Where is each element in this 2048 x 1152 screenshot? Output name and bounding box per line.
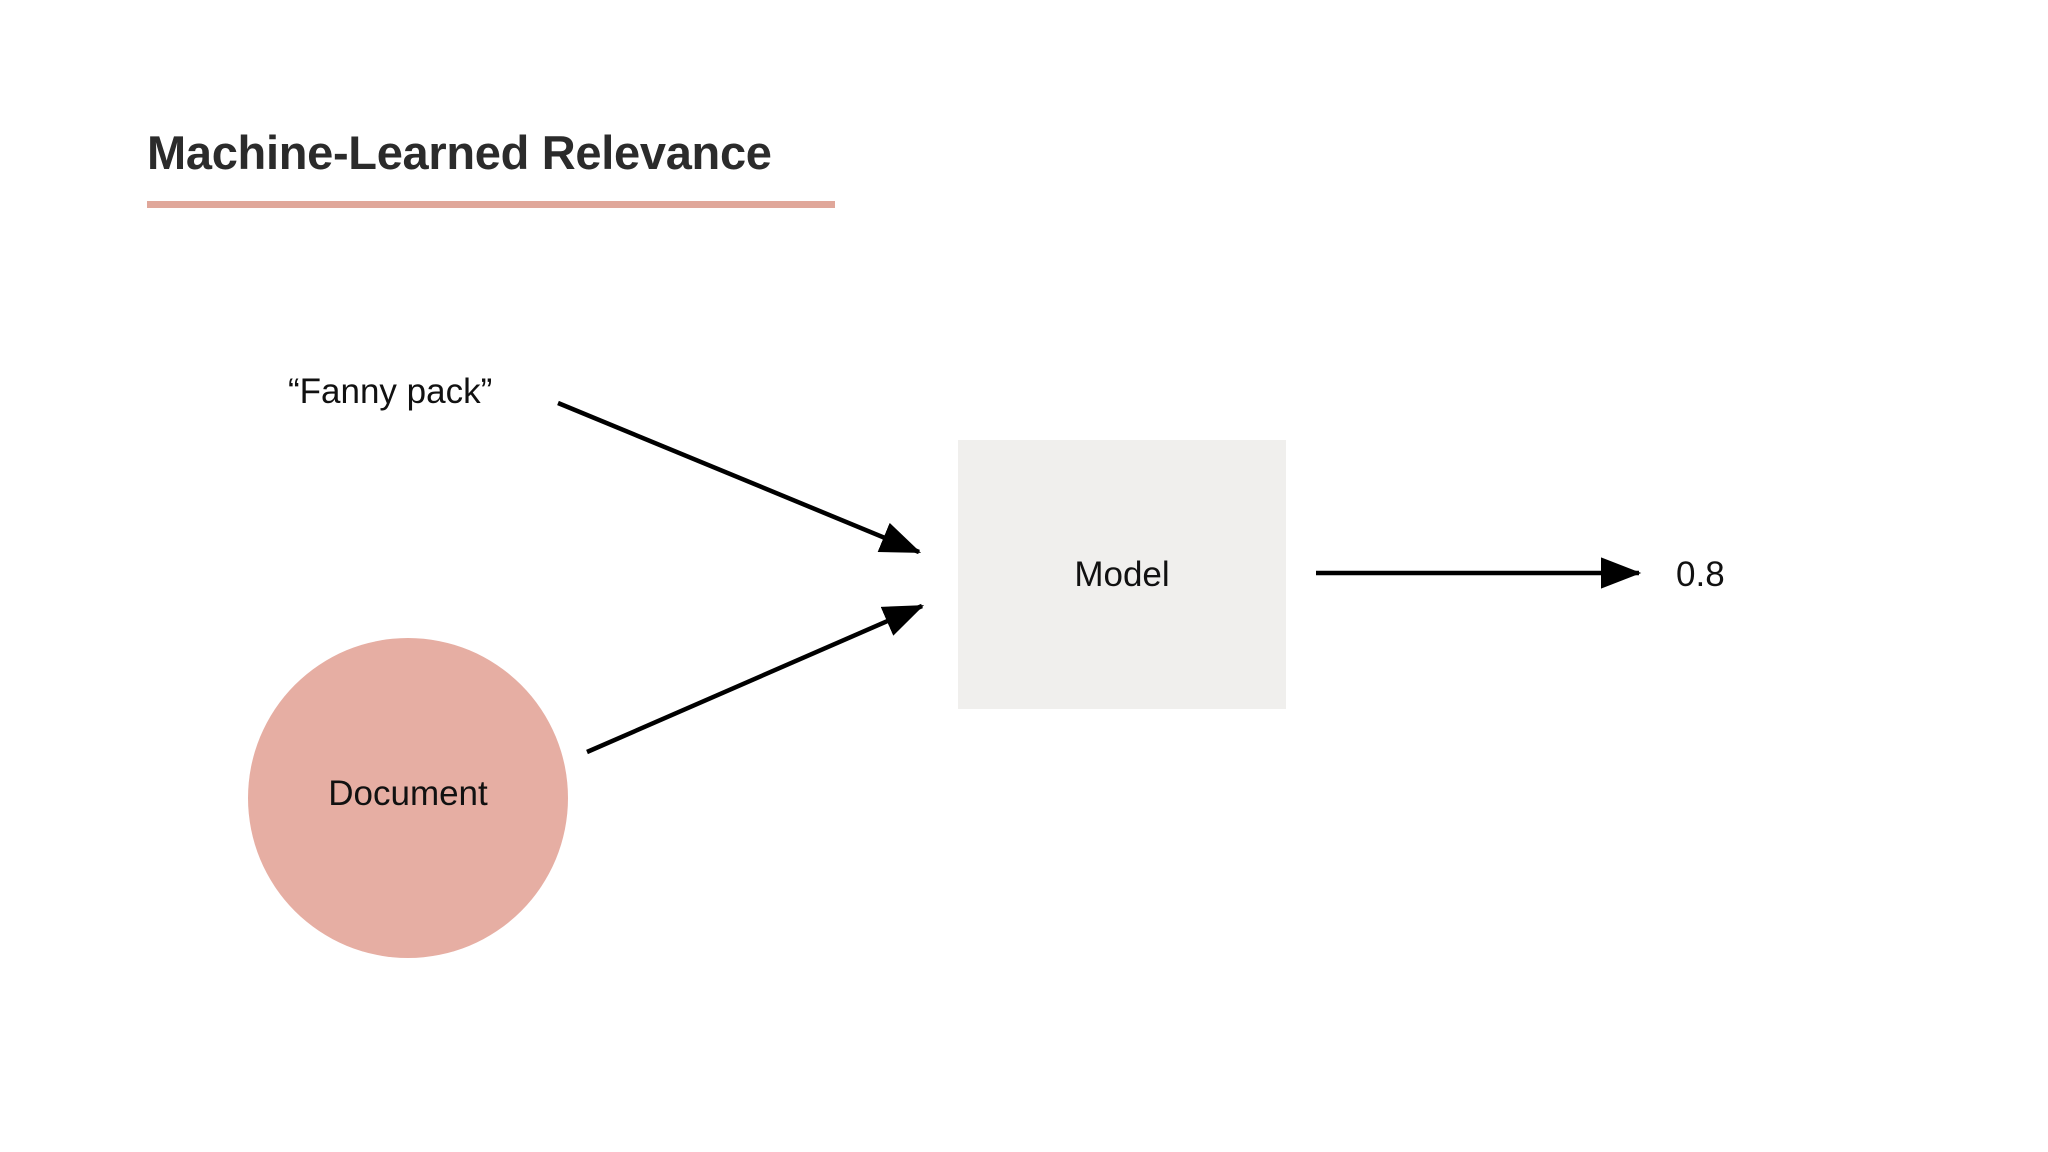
- document-node-label: Document: [328, 774, 488, 813]
- title-block: Machine-Learned Relevance: [147, 126, 837, 209]
- page-title: Machine-Learned Relevance: [147, 126, 772, 179]
- edge-query-to-model: [557, 400, 922, 555]
- edge-document-to-model: [586, 603, 925, 755]
- title-accent-rule: [147, 201, 835, 209]
- query-node-label: “Fanny pack”: [288, 372, 493, 411]
- document-node-circle: [248, 638, 568, 958]
- score-node-label: 0.8: [1676, 555, 1725, 594]
- model-node-label: Model: [1074, 555, 1170, 594]
- model-node-box: [958, 440, 1286, 709]
